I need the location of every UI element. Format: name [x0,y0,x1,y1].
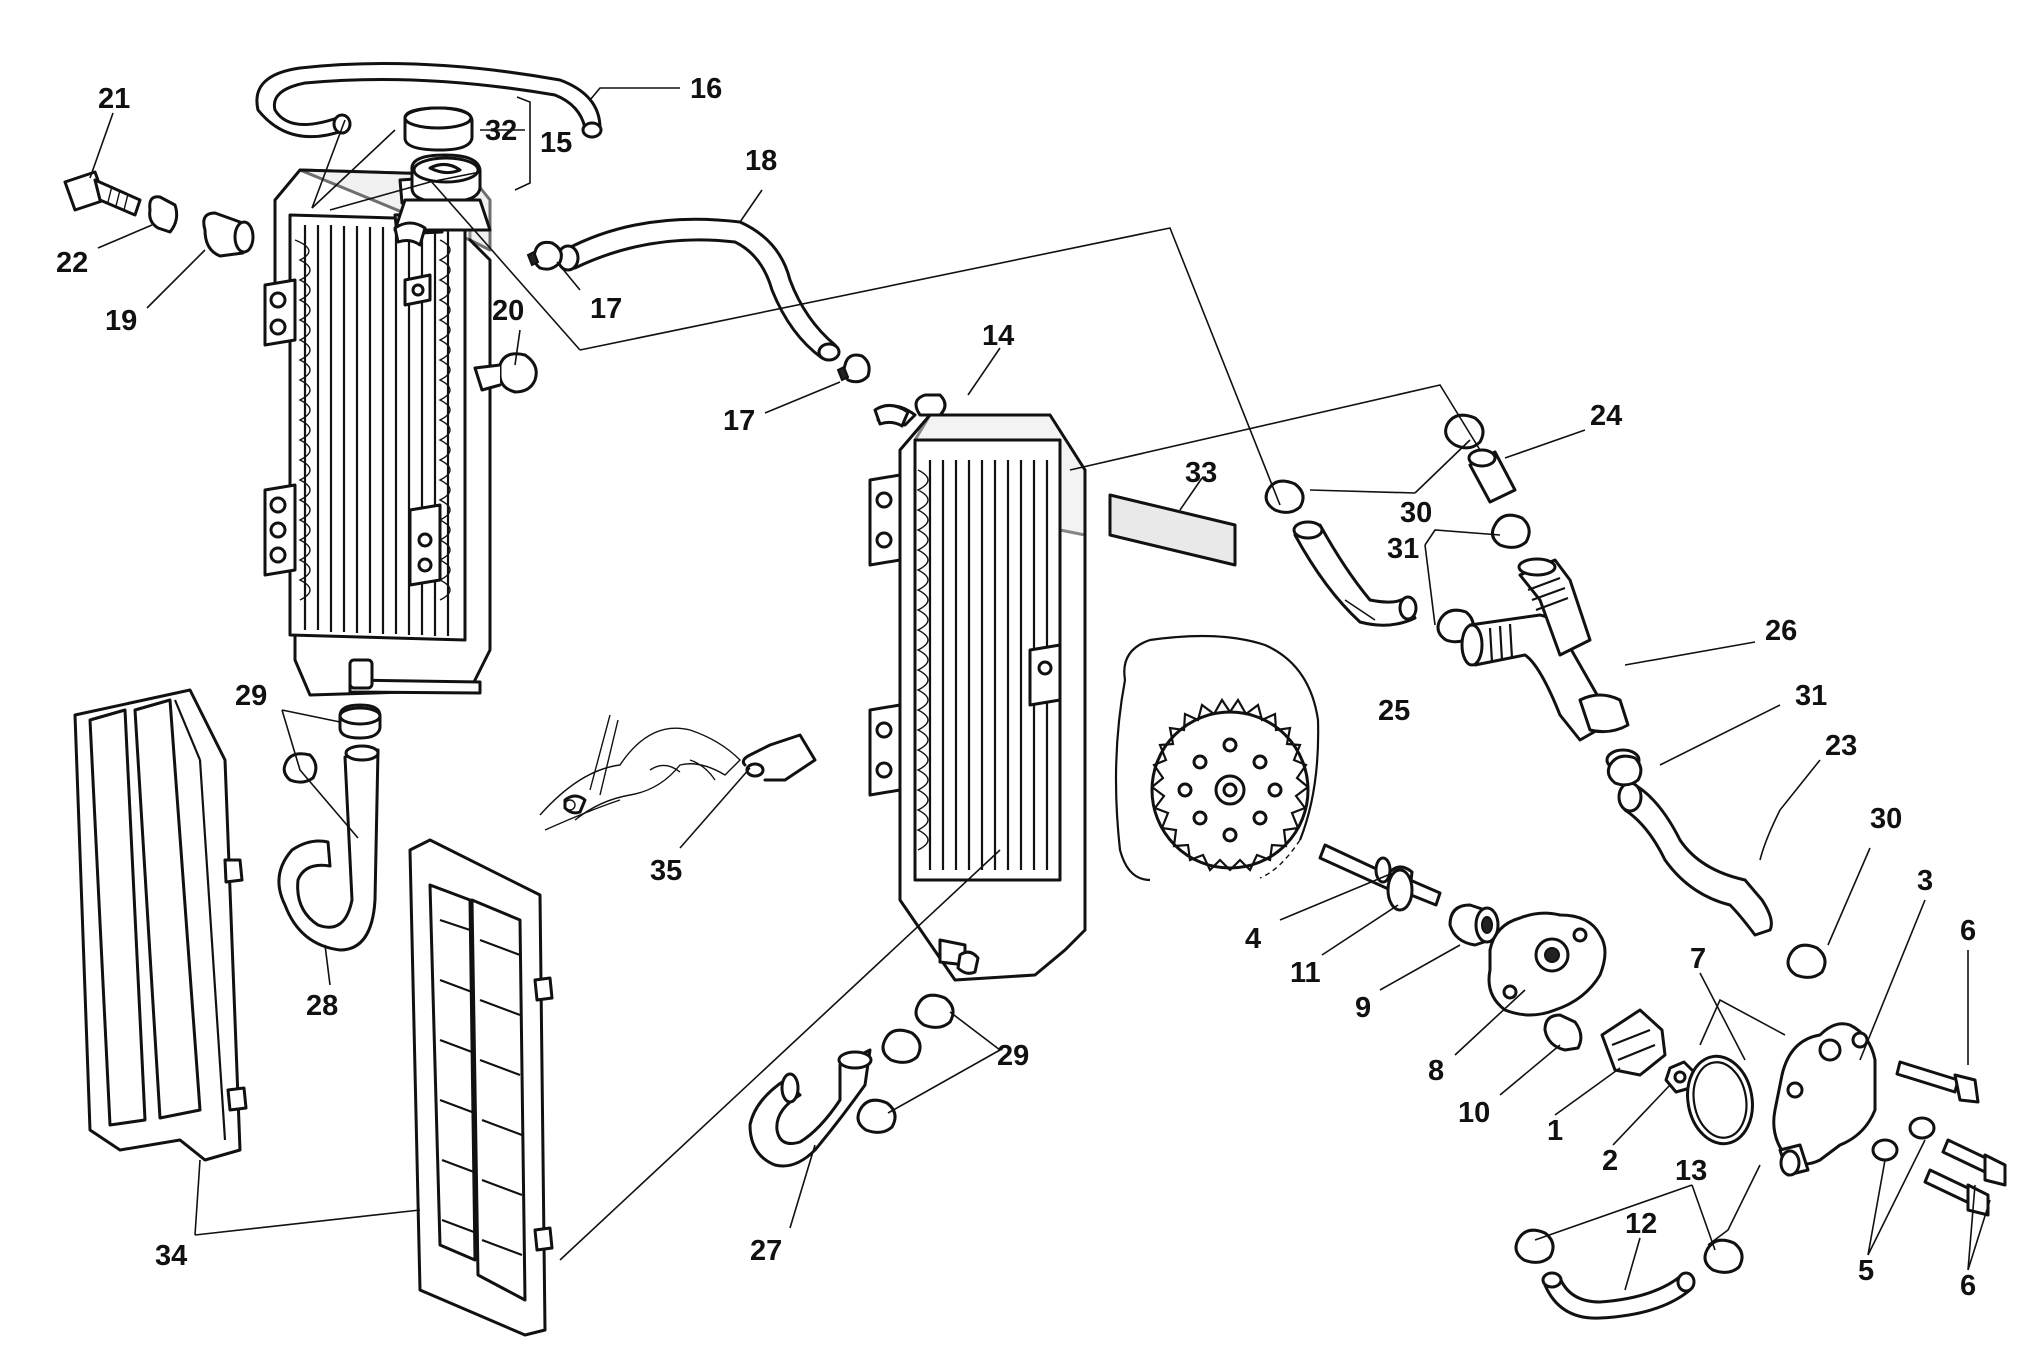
callout-28: 28 [306,990,338,1022]
hose-24 [1467,448,1517,504]
hose-23 [1605,748,1773,937]
callout-27: 27 [750,1235,782,1267]
overflow-hose [255,62,603,139]
clip-35 [741,733,817,782]
hose-25 [1292,520,1418,627]
sprocket [1150,697,1310,872]
callout-17-top: 17 [590,293,622,325]
bolt-21 [63,170,142,217]
radiator-cap [393,106,492,232]
bolts-6b [1923,1138,2007,1217]
left-radiator [263,168,492,697]
callout-31-top: 31 [1387,533,1419,565]
callout-20: 20 [492,295,524,327]
clamp-30a [1264,413,1485,514]
callout-32: 32 [485,115,517,147]
hose-27 [748,1048,873,1168]
seal-11 [1386,868,1414,912]
bolt-20 [473,352,538,394]
callout-34: 34 [155,1240,187,1272]
leader-lines [89,87,1991,1291]
washers-5 [1871,1116,1936,1162]
hose-18 [556,217,841,362]
right-radiator [868,393,1087,982]
callout-11: 11 [1290,957,1321,989]
clamps-29a [282,703,382,784]
callout-3: 3 [1917,865,1933,897]
callout-1: 1 [1547,1115,1563,1147]
callout-2: 2 [1602,1145,1618,1177]
callout-14: 14 [982,320,1014,352]
impeller-1 [1600,1008,1667,1077]
clamp-17a [526,240,563,271]
callout-8: 8 [1428,1055,1444,1087]
callout-7: 7 [1690,943,1706,975]
callout-29-bottom: 29 [997,1040,1029,1072]
clamp-30b [1786,943,1827,979]
bearing-9 [1448,903,1500,947]
callout-4: 4 [1245,923,1261,955]
chain [1114,634,1320,882]
callout-25: 25 [1378,695,1410,727]
callout-12: 12 [1625,1208,1657,1240]
clamps-29b [856,950,980,1134]
bolt-6a [1895,1060,1980,1104]
radiator-nipple [393,221,910,428]
radiator-guard-left [73,688,248,1162]
callout-26: 26 [1765,615,1797,647]
callout-24: 24 [1590,400,1622,432]
callout-10: 10 [1458,1097,1490,1129]
callout-6-top: 6 [1960,915,1976,947]
sponge-pad [1108,493,1237,567]
callout-9: 9 [1355,992,1371,1024]
callout-35: 35 [650,855,682,887]
frame-detail [539,714,741,831]
spacer-22 [148,195,179,234]
callout-29-top: 29 [235,680,267,712]
callout-31-mid: 31 [1795,680,1827,712]
y-pipe-26 [1460,557,1630,742]
grommet-19 [202,211,255,258]
callout-13: 13 [1675,1155,1707,1187]
callout-16: 16 [690,73,722,105]
bushing-10 [1543,1013,1583,1052]
callout-30-mid: 30 [1870,803,1902,835]
o-ring-7 [1686,1054,1754,1146]
callout-labels: 21 22 19 16 32 15 17 20 18 17 14 24 33 3… [56,73,1976,1302]
callout-17-mid: 17 [723,405,755,437]
pump-housing-3 [1772,1022,1877,1177]
hose-12 [1541,1271,1696,1320]
callout-6-bottom: 6 [1960,1270,1976,1302]
callout-15: 15 [540,127,572,159]
callout-22: 22 [56,247,88,279]
callout-18: 18 [745,145,777,177]
callout-33: 33 [1185,457,1217,489]
pump-cover-8 [1487,911,1607,1017]
callout-19: 19 [105,305,137,337]
callout-23: 23 [1825,730,1857,762]
clamp-17b [836,353,871,384]
radiator-guard-right [408,838,554,1337]
callout-21: 21 [98,83,130,115]
callout-5: 5 [1858,1255,1874,1287]
callout-30-top: 30 [1400,497,1432,529]
hose-28 [277,744,380,952]
